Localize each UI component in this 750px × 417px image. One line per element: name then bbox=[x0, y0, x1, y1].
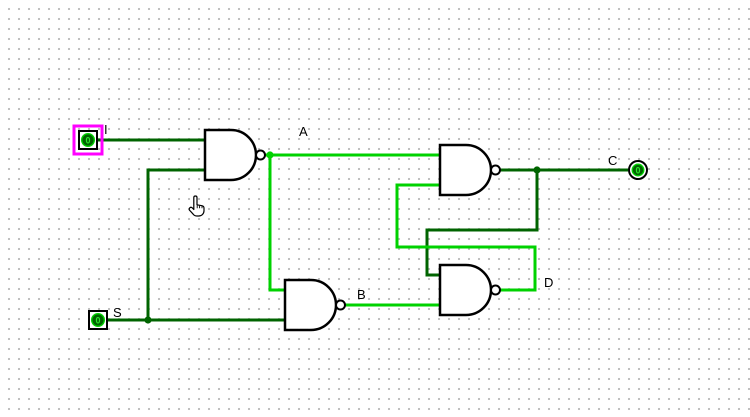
junction-dots-high bbox=[266, 151, 274, 159]
nand-gate-bubble bbox=[335, 299, 346, 311]
output-pin-c[interactable]: 0 bbox=[628, 160, 648, 180]
nand-gate-body bbox=[438, 143, 493, 197]
junction-dot bbox=[266, 151, 274, 159]
junction-dot bbox=[144, 316, 152, 324]
pin-value: 0 bbox=[85, 135, 90, 145]
label-net-b: B bbox=[357, 287, 366, 302]
nand-gate-bubble bbox=[490, 284, 501, 296]
component-labels: I S A B C D bbox=[104, 122, 617, 320]
low-wires bbox=[97, 138, 628, 322]
pin-value: 0 bbox=[95, 315, 100, 325]
pin-state-circle bbox=[90, 313, 105, 328]
input-pin-s[interactable]: 0 bbox=[88, 310, 108, 330]
nand-gate-4[interactable] bbox=[438, 263, 501, 317]
nand-gate-2[interactable] bbox=[283, 278, 346, 332]
nand-gate-bubble bbox=[255, 149, 266, 161]
gates bbox=[203, 128, 501, 332]
pin-value: 0 bbox=[635, 165, 640, 175]
nand-gate-body bbox=[283, 278, 338, 332]
nand-gate-3[interactable] bbox=[438, 143, 501, 197]
junction-dot bbox=[533, 166, 541, 174]
pin-state-circle bbox=[631, 163, 645, 177]
wire-net-d-feedback-to-nand3[interactable] bbox=[395, 183, 537, 292]
label-output-c: C bbox=[608, 153, 617, 168]
hand-pointer-cursor bbox=[188, 195, 205, 217]
high-wires bbox=[265, 153, 537, 307]
label-net-a: A bbox=[299, 124, 308, 139]
label-input-i: I bbox=[104, 122, 108, 137]
wire-s-branch-to-nand1[interactable] bbox=[146, 168, 205, 320]
wire-net-a-branch-to-nand2[interactable] bbox=[268, 155, 285, 292]
nand-gate-body bbox=[203, 128, 258, 182]
selection-halo bbox=[72, 124, 104, 156]
nand-gate-body bbox=[438, 263, 493, 317]
wire-c-feedback-to-nand4[interactable] bbox=[425, 170, 539, 277]
label-input-s: S bbox=[113, 305, 122, 320]
label-net-d: D bbox=[544, 275, 553, 290]
junction-dots-low bbox=[144, 166, 541, 324]
nand-gate-1[interactable] bbox=[203, 128, 266, 182]
input-pin-i[interactable]: 0 bbox=[72, 124, 104, 156]
pin-state-circle bbox=[80, 132, 95, 147]
nand-gate-bubble bbox=[490, 164, 501, 176]
